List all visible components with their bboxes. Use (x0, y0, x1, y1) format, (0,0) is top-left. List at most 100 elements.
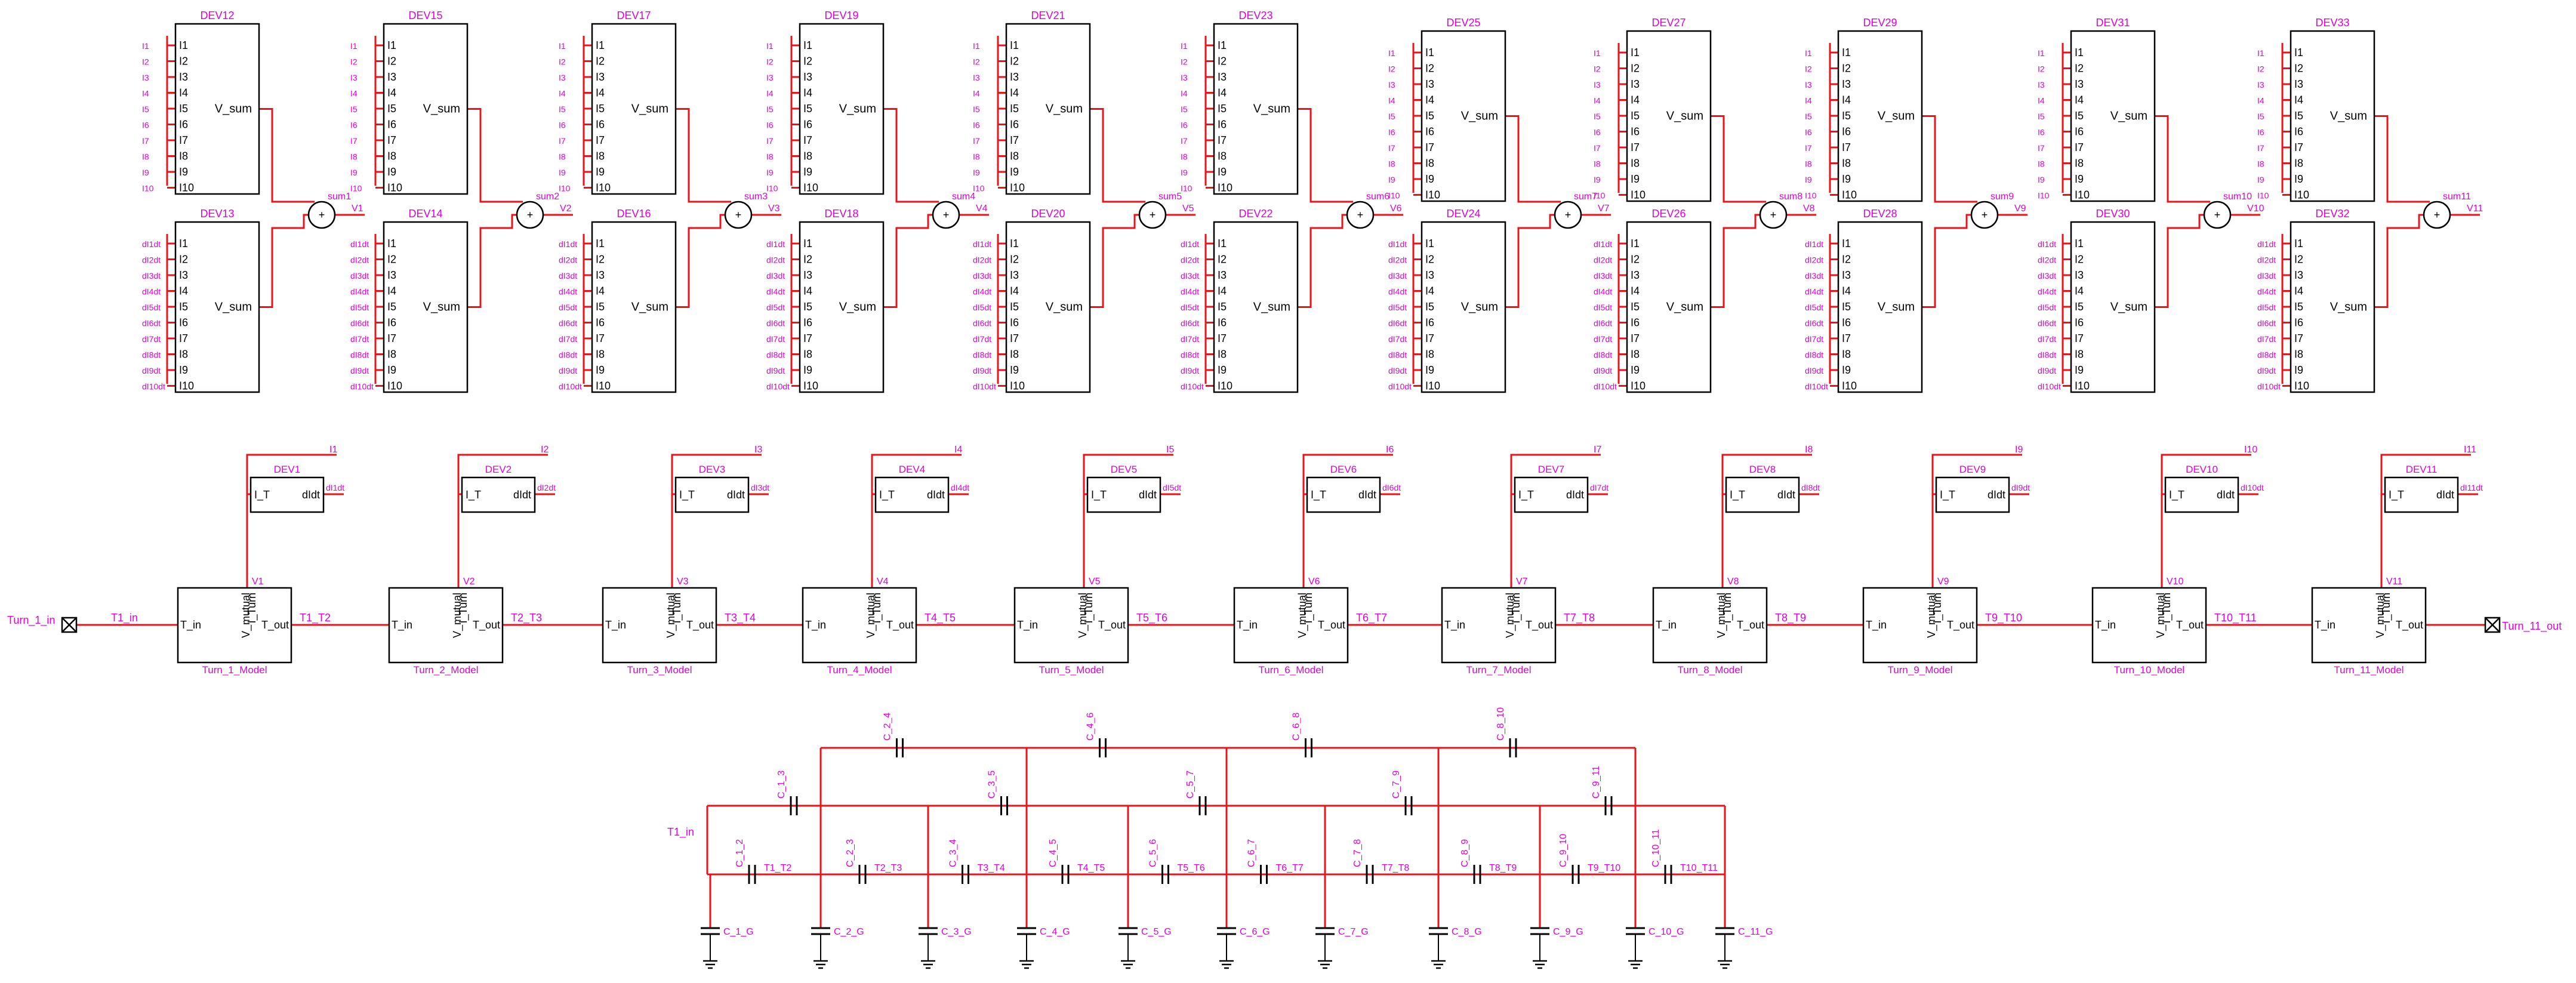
net-label: dI7dt (2257, 334, 2276, 344)
capacitor-label: C_8_9 (1460, 839, 1470, 867)
net-label: I10 (1181, 184, 1193, 193)
net-label: T3_T4 (725, 612, 756, 624)
sum-name: sum6 (1366, 192, 1389, 202)
turn-pin-in: T_in (805, 619, 826, 631)
net-label: dI2dt (1388, 255, 1407, 265)
pin-label: I6 (596, 317, 605, 329)
didt-net: dI2dt (537, 483, 556, 492)
didt-block (1725, 476, 1800, 513)
turn-pin-in: T_in (1444, 619, 1465, 631)
v-net: V5 (1089, 577, 1101, 587)
node-label: T9_T10 (1588, 863, 1620, 873)
net-label: I4 (766, 89, 774, 98)
pin-label: I9 (1425, 173, 1434, 185)
pin-label: I9 (596, 364, 605, 376)
turn-pin-mutual: V_mutual (1715, 593, 1728, 638)
pin-label: I10 (2294, 380, 2309, 392)
net-label: dI10dt (973, 382, 996, 392)
didt-name: DEV1 (274, 464, 300, 475)
turn-pin-in: T_in (2095, 619, 2116, 631)
sum-sign: + (1150, 209, 1156, 221)
pin-label: I9 (2075, 173, 2084, 185)
net-label: dI1dt (559, 239, 577, 249)
pin-label: I3 (803, 71, 812, 83)
block-name: DEV21 (1031, 10, 1065, 21)
pin-label: I6 (179, 317, 188, 329)
pin-label: I3 (179, 71, 188, 83)
net-label: I9 (1181, 168, 1188, 177)
v-net: V4 (877, 577, 889, 587)
net-label: I9 (559, 168, 566, 177)
current-wire (457, 454, 548, 494)
net-label: dI8dt (1388, 350, 1407, 360)
pin-label: I3 (1425, 269, 1434, 281)
pin-label: I4 (1010, 87, 1019, 99)
block-name: DEV16 (617, 208, 651, 220)
pin-label: I8 (2075, 158, 2084, 170)
net-label: dI7dt (1805, 334, 1823, 344)
net-label: dI7dt (1388, 334, 1407, 344)
sum-sign: + (1357, 209, 1364, 221)
net-label: dI3dt (973, 271, 991, 281)
net-label: T10_T11 (2214, 612, 2257, 624)
net-label: dI10dt (766, 382, 790, 392)
net-label: dI3dt (350, 271, 369, 281)
turn-pin-mutual: V_mutual (451, 593, 464, 638)
pin-label: I6 (596, 119, 605, 131)
didt-name: DEV11 (2406, 464, 2438, 475)
capacitor-label: C_1_2 (735, 839, 745, 867)
pin-label: I10 (387, 182, 402, 194)
didt-name: DEV2 (485, 464, 511, 475)
turn-model-block (1862, 587, 1978, 664)
v-net: V2 (463, 577, 475, 587)
turn-pin-out: T_out (2396, 619, 2423, 631)
sum-out-net: V2 (560, 204, 572, 214)
pin-label: I7 (2294, 332, 2303, 344)
net-label: I5 (1388, 112, 1395, 121)
sum-name: sum9 (1990, 192, 2014, 202)
sum-wire-top (1090, 108, 1145, 203)
net-label: dI2dt (1594, 255, 1612, 265)
net-label: dI8dt (973, 350, 991, 360)
turn-model-block (602, 587, 717, 664)
capacitor-label: C_10_G (1648, 927, 1684, 937)
turn-pin-mutual: V_mutual (2374, 593, 2387, 638)
pin-label: I8 (596, 349, 605, 360)
pin-label: I7 (803, 332, 812, 344)
pin-label: I2 (596, 56, 605, 67)
net-label: dI1dt (766, 239, 785, 249)
pin-label: I7 (2294, 141, 2303, 153)
net-label: dI2dt (766, 255, 785, 265)
capacitor-label: C_10_11 (1651, 829, 1661, 867)
sum-out-net: V7 (1598, 204, 1610, 214)
net-label: dI6dt (766, 319, 785, 328)
summing-junction (1138, 201, 1167, 229)
vsum-block (1626, 30, 1712, 202)
sum-out-net: V6 (1390, 204, 1402, 214)
pin-label: I3 (1425, 78, 1434, 90)
net-label: dI8dt (1805, 350, 1823, 360)
net-label: I4 (1805, 96, 1812, 106)
pin-label: I2 (1425, 254, 1434, 266)
net-label: I1 (142, 41, 149, 51)
net-label: I7 (1805, 143, 1812, 153)
net-label: dI1dt (350, 239, 369, 249)
sum-wire-top (1711, 115, 1766, 203)
didt-out: dIdt (1139, 489, 1157, 501)
summing-junction (932, 201, 960, 229)
pin-label: I10 (179, 380, 194, 392)
net-label: dI10dt (1388, 382, 1412, 392)
vsum-output-label: V_sum (2330, 110, 2367, 123)
pin-label: I9 (2075, 364, 2084, 376)
pin-label: I2 (1425, 63, 1434, 75)
label-layer: DEV12I1I1I2I2I3I3I4I4I5I5I6I6I7I7I8I8I9I… (7, 10, 2562, 937)
pin-label: I5 (1218, 301, 1227, 313)
sum-wire-bottom (2155, 214, 2204, 308)
pin-label: I10 (1425, 189, 1440, 201)
current-net: I8 (1805, 445, 1813, 455)
vsum-block (1837, 30, 1923, 202)
net-label: dI4dt (1388, 287, 1407, 297)
net-label: I8 (2038, 159, 2045, 169)
net-label: I3 (973, 73, 980, 82)
port-left-x (61, 617, 77, 633)
